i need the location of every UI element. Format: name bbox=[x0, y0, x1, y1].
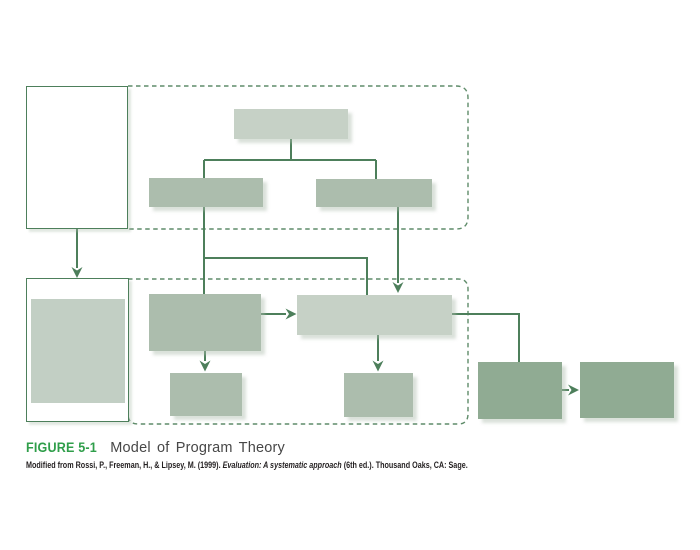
second-row-right-box bbox=[316, 179, 432, 207]
lower-center-wide-box bbox=[297, 295, 452, 335]
outer-right-box-2 bbox=[580, 362, 674, 418]
figure-attribution: Modified from Rossi, P., Freeman, H., & … bbox=[26, 460, 468, 470]
upper-dashed-region bbox=[128, 85, 469, 230]
top-center-box bbox=[234, 109, 348, 139]
top-branch-line bbox=[203, 139, 377, 179]
attribution-pre: Modified from Rossi, P., Freeman, H., & … bbox=[26, 460, 223, 470]
down-arrowhead bbox=[71, 267, 83, 278]
lower-left-inner-panel bbox=[31, 299, 125, 403]
attribution-italic: Evaluation: A systematic approach bbox=[222, 460, 342, 470]
lower-dashed-region bbox=[127, 278, 469, 425]
down-arrowhead bbox=[199, 360, 211, 372]
attribution-post: (6th ed.). Thousand Oaks, CA: Sage. bbox=[341, 460, 468, 470]
wide-to-right-line bbox=[452, 313, 520, 362]
left-drop-line bbox=[203, 207, 368, 295]
down-arrowhead bbox=[392, 282, 404, 293]
right-arrowhead bbox=[285, 308, 297, 320]
right-arrowhead bbox=[568, 384, 579, 396]
lower-small-center-box bbox=[344, 373, 413, 417]
lower-left-box bbox=[149, 294, 261, 351]
outer-right-box-1 bbox=[478, 362, 562, 419]
second-row-left-box bbox=[149, 178, 263, 207]
lower-small-left-box bbox=[170, 373, 242, 416]
down-arrowhead bbox=[372, 360, 384, 372]
upper-left-white-box bbox=[26, 86, 128, 229]
figure-caption: FIGURE 5-1 Model of Program Theory bbox=[26, 439, 285, 457]
figure-label: FIGURE 5-1 bbox=[26, 440, 97, 455]
figure-title: Model of Program Theory bbox=[110, 440, 286, 456]
